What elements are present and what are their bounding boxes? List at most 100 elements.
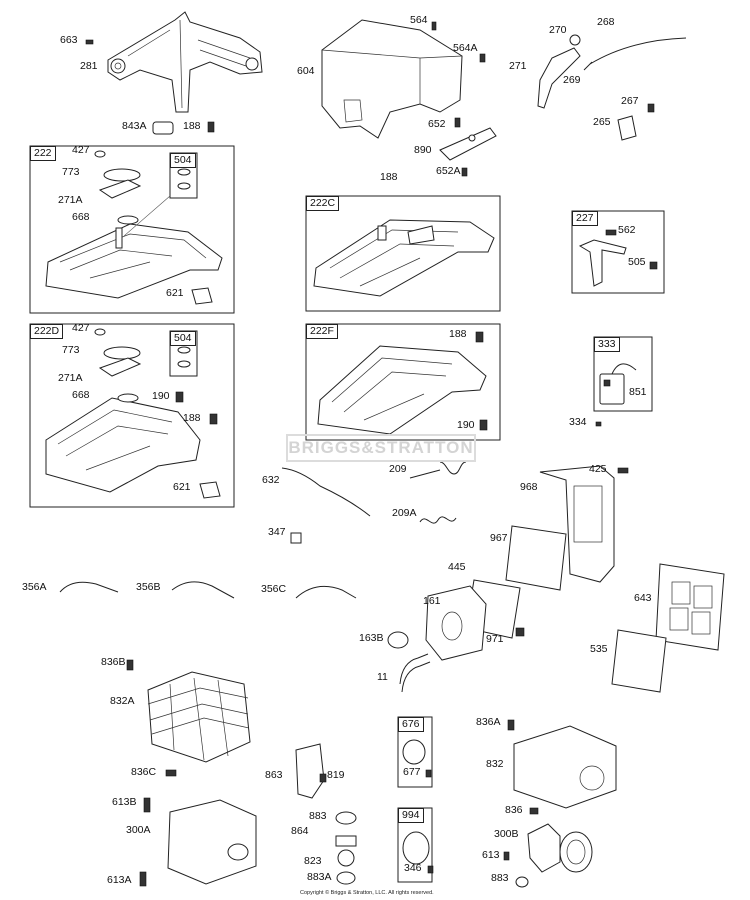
part-label: 773 (62, 344, 80, 356)
base-161 (425, 585, 525, 661)
part-843a (152, 121, 174, 135)
box-222-label: 222 (30, 146, 56, 161)
part-label: 819 (327, 769, 345, 781)
part-label: 356A (22, 581, 47, 593)
guard-832a (126, 659, 251, 777)
part-label: 188 (183, 412, 201, 424)
part-label: 505 (628, 256, 646, 268)
part-label: 652A (436, 165, 461, 177)
part-label: 832A (110, 695, 135, 707)
part-label: 643 (634, 592, 652, 604)
part-label: 621 (173, 481, 191, 493)
copyright: Copyright © Briggs & Stratton, LLC. All … (300, 890, 434, 896)
air-cleaner-968 (539, 465, 629, 583)
part-label: 188 (449, 328, 467, 340)
part-label: 836 (505, 804, 523, 816)
part-label: 188 (380, 171, 398, 183)
part-label: 300B (494, 828, 519, 840)
shield-832 (507, 719, 617, 815)
cover-604 (321, 19, 486, 139)
part-label: 300A (126, 824, 151, 836)
part-label: 535 (590, 643, 608, 655)
part-label: 890 (414, 144, 432, 156)
part-label: 188 (183, 120, 201, 132)
lever-271 (537, 34, 687, 141)
base-plate-222d (45, 328, 221, 499)
springs-links (281, 461, 467, 544)
part-label: 356C (261, 583, 287, 595)
part-label: 209 (389, 463, 407, 475)
part-label: 163B (359, 632, 384, 644)
part-label: 209A (392, 507, 417, 519)
bracket-281 (85, 11, 263, 113)
part-label: 967 (490, 532, 508, 544)
box-222c (305, 195, 501, 312)
box-222c-label: 222C (306, 196, 340, 211)
part-label: 613B (112, 796, 137, 808)
part-label: 613A (107, 874, 132, 886)
part-label: 832 (486, 758, 504, 770)
part-label: 268 (597, 16, 615, 28)
part-333 (595, 363, 637, 427)
box-504-b-label: 504 (170, 331, 196, 346)
part-label: 427 (72, 144, 90, 156)
part-label: 668 (72, 211, 90, 223)
box-333 (593, 336, 653, 412)
filter-535 (611, 629, 667, 693)
part-label: 11 (377, 671, 388, 683)
part-label: 270 (549, 24, 567, 36)
part-label: 281 (80, 60, 98, 72)
filter-643 (655, 563, 725, 651)
part-label: 621 (166, 287, 184, 299)
part-label: 445 (448, 561, 466, 573)
bracket-863 (295, 743, 325, 799)
part-label: 971 (486, 633, 504, 645)
part-label: 883A (307, 871, 332, 883)
bracket-890 (439, 117, 497, 177)
part-label: 668 (72, 389, 90, 401)
part-label: 836C (131, 766, 157, 778)
part-label: 267 (621, 95, 639, 107)
part-label: 562 (618, 224, 636, 236)
wire-356a (59, 581, 119, 593)
part-label: 271A (58, 372, 83, 384)
box-222 (29, 145, 235, 314)
box-222f-label: 222F (306, 324, 338, 339)
box-676-label: 676 (398, 717, 424, 732)
box-222f (305, 323, 501, 441)
part-label: 613 (482, 849, 500, 861)
part-label: 836B (101, 656, 126, 668)
part-label: 271A (58, 194, 83, 206)
part-label: 851 (629, 386, 647, 398)
part-label: 652 (428, 118, 446, 130)
base-plate-222f (317, 331, 488, 435)
part-label: 427 (72, 322, 90, 334)
wire-356c (295, 585, 357, 599)
part-label: 564 (410, 14, 428, 26)
box-994-label: 994 (398, 808, 424, 823)
callout-frames (29, 145, 665, 883)
filter-967 (505, 525, 567, 591)
part-label: 773 (62, 166, 80, 178)
part-label: 968 (520, 481, 538, 493)
part-label: 843A (122, 120, 147, 132)
part-label: 564A (453, 42, 478, 54)
part-label: 823 (304, 855, 322, 867)
muffler-300a (139, 797, 257, 887)
box-504-a-label: 504 (170, 153, 196, 168)
part-label: 356B (136, 581, 161, 593)
part-label: 346 (404, 862, 422, 874)
part-label: 864 (291, 825, 309, 837)
part-label: 269 (563, 74, 581, 86)
part-label: 190 (152, 390, 170, 402)
box-227 (571, 210, 665, 294)
part-label: 604 (297, 65, 315, 77)
part-676 (402, 739, 426, 765)
part-label: 836A (476, 716, 501, 728)
base-plate-222 (45, 150, 223, 305)
part-label: 347 (268, 526, 286, 538)
part-label: 863 (265, 769, 283, 781)
wire-356b (171, 581, 235, 599)
